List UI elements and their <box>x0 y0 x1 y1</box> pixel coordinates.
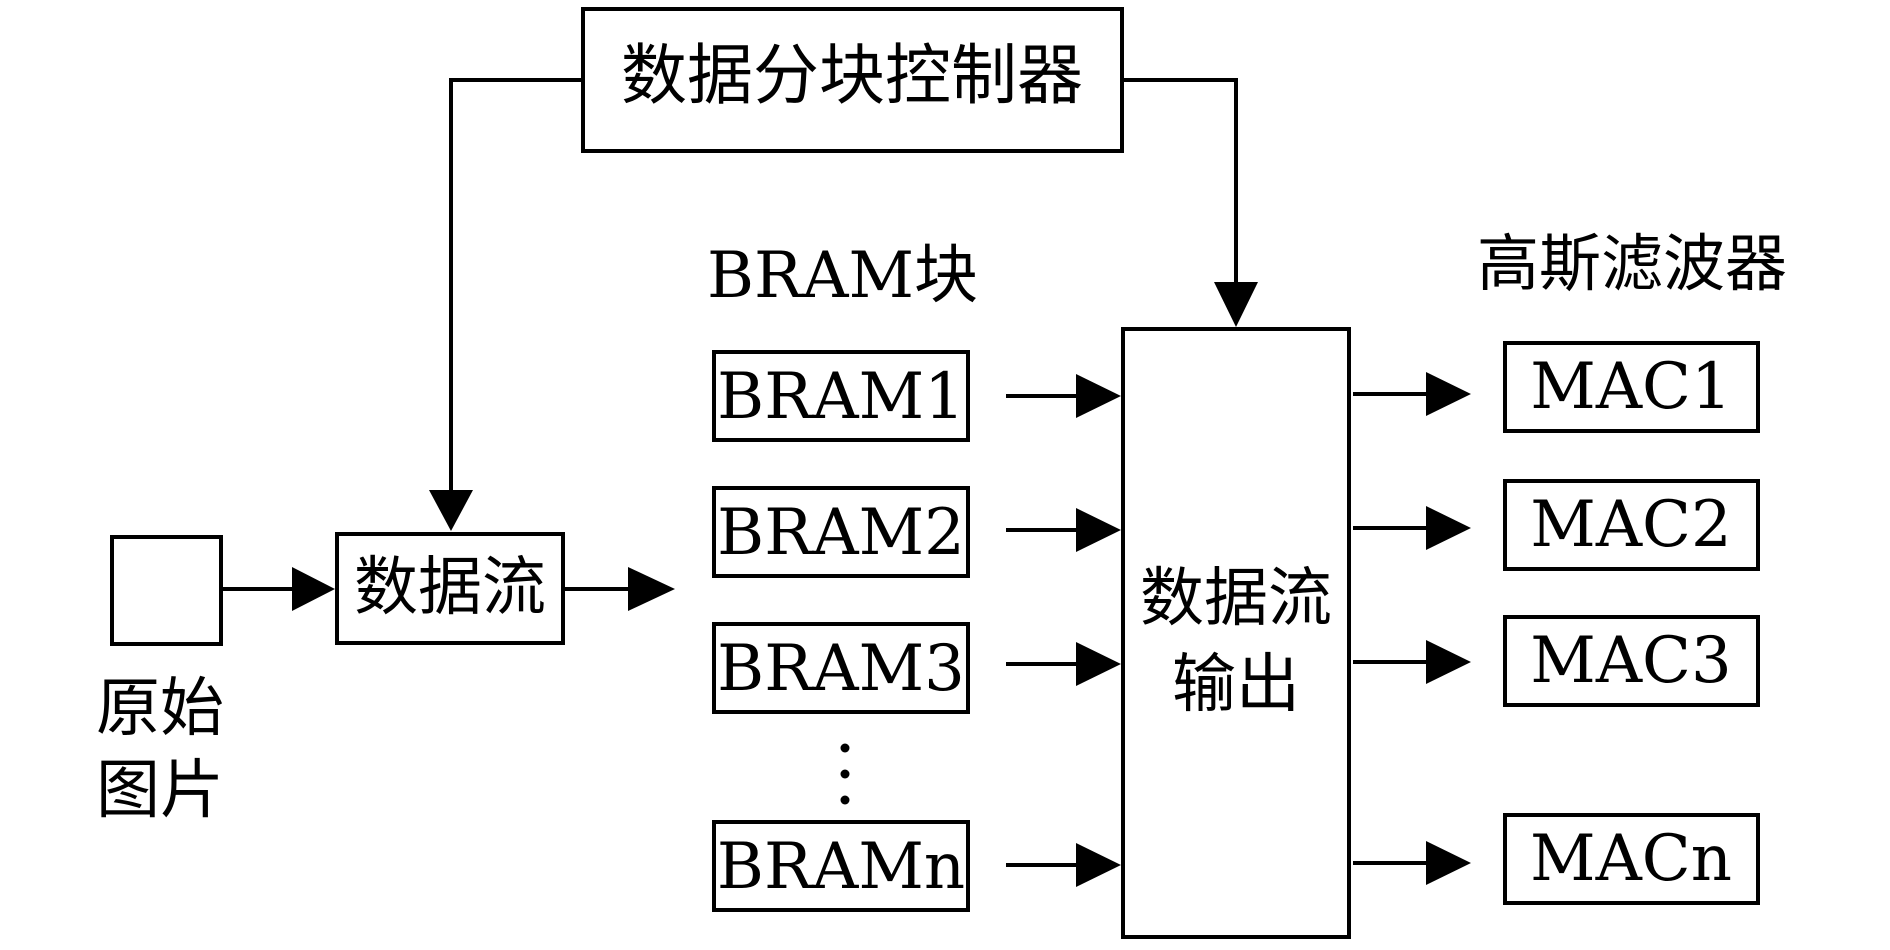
controller-to-stream-arrowhead <box>429 490 473 531</box>
bram3-label: BRAM3 <box>717 632 965 706</box>
bramn-to-output-arrowhead <box>1076 843 1121 887</box>
ellipsis-dot <box>840 769 850 779</box>
stream-to-bram-arrowhead <box>628 567 675 611</box>
controller-to-stream-line <box>449 78 583 490</box>
output-to-mac3-arrowhead <box>1426 640 1471 684</box>
bram3-box <box>712 622 970 714</box>
controller-box <box>581 7 1124 153</box>
controller-to-output-line <box>1122 78 1238 282</box>
output-label-line2: 输出 <box>1172 648 1300 722</box>
bramn-box <box>712 820 970 912</box>
output-box <box>1121 327 1351 939</box>
macn-label: MACn <box>1530 822 1732 896</box>
mac2-label: MAC2 <box>1530 488 1731 562</box>
mac3-box <box>1503 615 1760 707</box>
bramn-label: BRAMn <box>717 830 965 904</box>
source-to-stream-arrowhead <box>292 567 335 611</box>
bram1-label: BRAM1 <box>717 360 965 434</box>
output-to-macn-arrowhead <box>1426 841 1471 885</box>
ellipsis-dot <box>840 743 850 753</box>
controller-label: 数据分块控制器 <box>621 37 1083 114</box>
output-label-line1: 数据流 <box>1140 562 1332 636</box>
mac3-label: MAC3 <box>1530 624 1731 698</box>
bram1-box <box>712 350 970 442</box>
stream-box <box>335 532 565 645</box>
controller-to-output-arrowhead <box>1214 282 1258 327</box>
filter-group-title: 高斯滤波器 <box>1477 227 1787 300</box>
source-label-line1: 原始 <box>96 672 224 746</box>
source-image-box <box>110 535 223 646</box>
mac1-box <box>1503 341 1760 433</box>
source-label-line2: 图片 <box>96 754 224 828</box>
bram2-label: BRAM2 <box>717 496 965 570</box>
macn-box <box>1503 813 1760 905</box>
bram1-to-output-arrowhead <box>1076 374 1121 418</box>
ellipsis-dot <box>840 795 850 805</box>
bram3-to-output-arrowhead <box>1076 642 1121 686</box>
bram2-to-output-arrowhead <box>1076 508 1121 552</box>
bram2-box <box>712 486 970 578</box>
output-to-mac2-arrowhead <box>1426 506 1471 550</box>
output-to-mac1-arrowhead <box>1426 372 1471 416</box>
stream-label: 数据流 <box>354 551 546 625</box>
bram-group-title: BRAM块 <box>707 239 978 313</box>
mac1-label: MAC1 <box>1530 350 1731 424</box>
mac2-box <box>1503 479 1760 571</box>
